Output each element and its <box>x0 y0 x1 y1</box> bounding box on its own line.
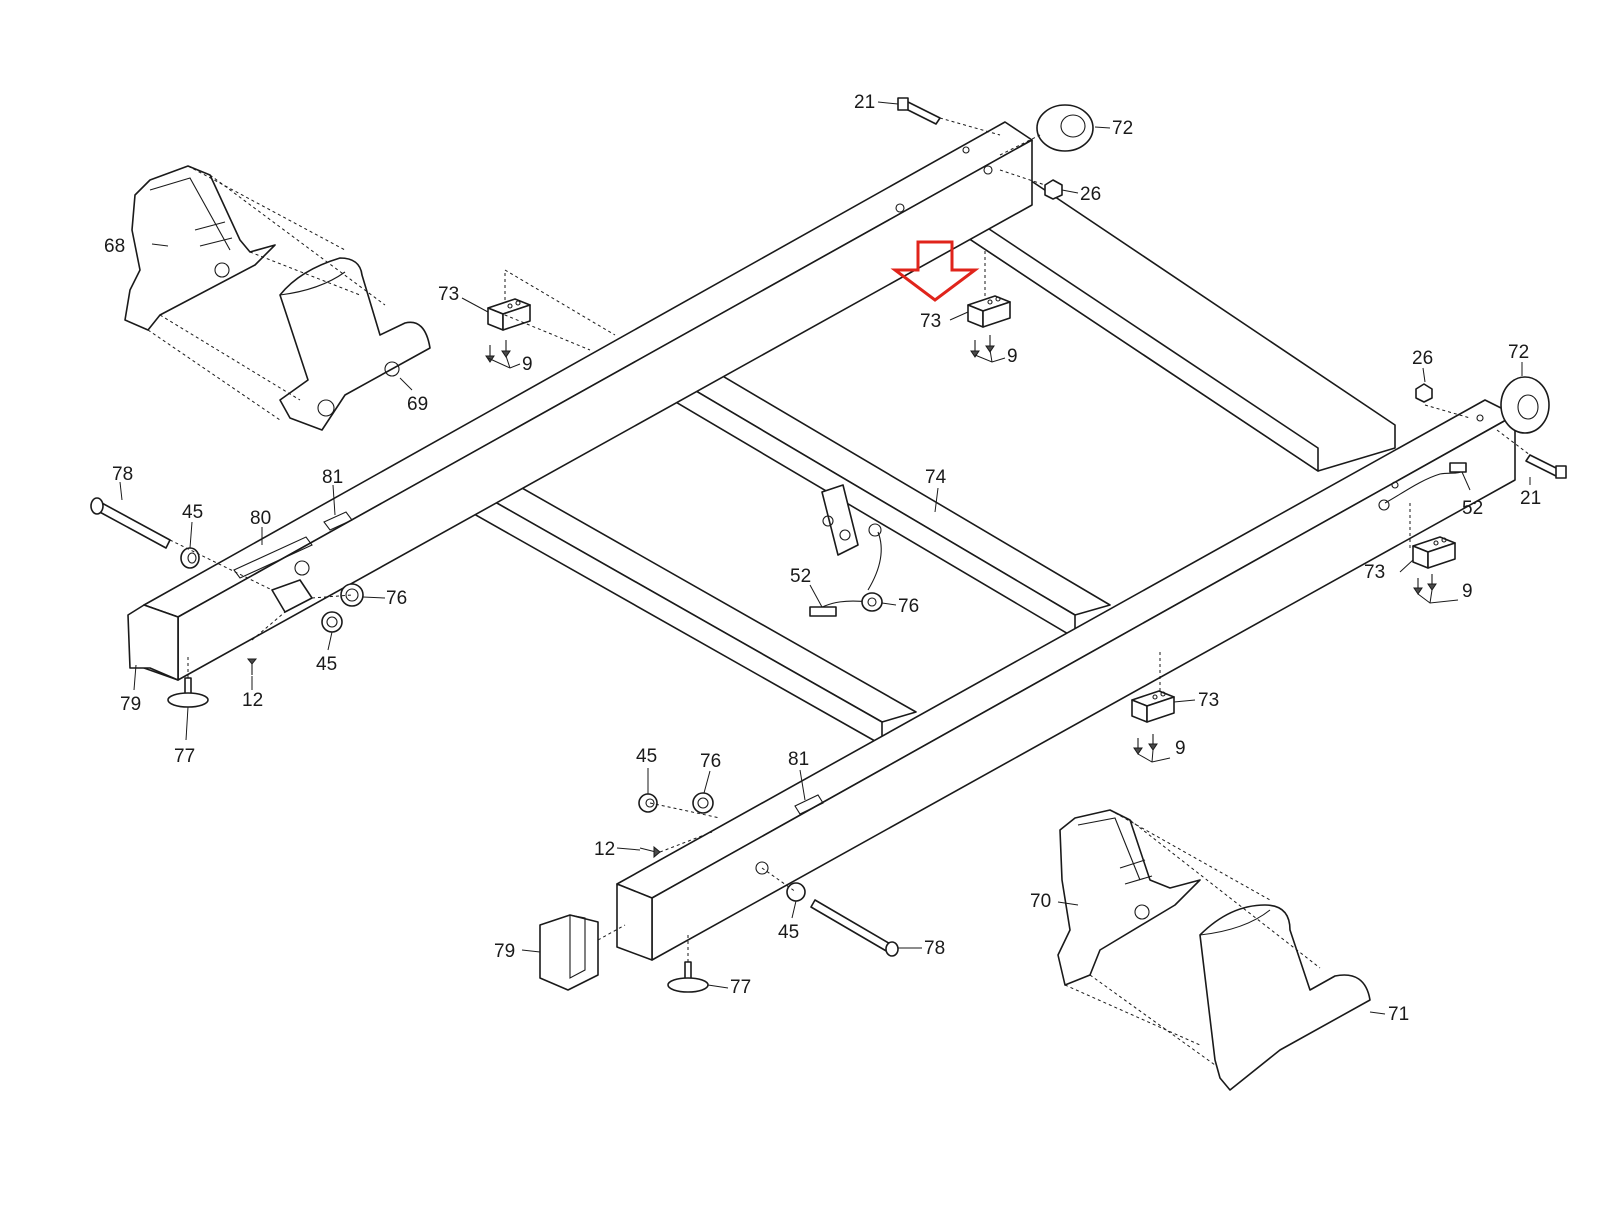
callout-26-top: 26 <box>1080 184 1101 205</box>
callouts: 21 72 26 68 69 73 9 73 9 26 72 21 52 73 … <box>104 92 1541 1025</box>
callout-9-center: 9 <box>1007 346 1018 367</box>
frame <box>143 121 1516 961</box>
assembly-lines <box>147 117 1531 1066</box>
callout-79-bottom: 79 <box>494 941 515 962</box>
screw-12-left <box>246 658 258 675</box>
block-73-right <box>1412 536 1456 569</box>
callout-81-left: 81 <box>322 467 343 488</box>
callout-80: 80 <box>250 508 271 529</box>
foot-77-bottom <box>667 961 709 993</box>
bushing-45-left <box>180 547 200 569</box>
sensor-52-center <box>809 531 883 617</box>
callout-73-left: 73 <box>438 284 459 305</box>
bushing-45-left-low <box>321 611 343 633</box>
callout-45-bottom: 45 <box>636 746 657 767</box>
callout-45-left: 45 <box>182 502 203 523</box>
callout-73-center: 73 <box>920 311 941 332</box>
callout-21-right: 21 <box>1520 488 1541 509</box>
callout-21-top: 21 <box>854 92 875 113</box>
callout-52-center: 52 <box>790 566 811 587</box>
leader-lines <box>119 101 1531 1015</box>
red-down-arrow-icon <box>890 240 980 302</box>
washer-76-left <box>340 583 364 607</box>
callout-12-bottom: 12 <box>594 839 615 860</box>
screws-9 <box>485 335 1437 755</box>
highlight-arrow <box>890 240 980 302</box>
callout-78-bottom: 78 <box>924 938 945 959</box>
axle-78-left <box>90 497 171 549</box>
callout-73-lower: 73 <box>1198 690 1219 711</box>
callout-72-right: 72 <box>1508 342 1529 363</box>
callout-74: 74 <box>925 467 947 488</box>
nut-26-top <box>1044 179 1063 200</box>
block-73-lower <box>1131 690 1175 723</box>
callout-9-lower: 9 <box>1175 738 1186 759</box>
cover-70 <box>1057 809 1201 986</box>
callout-70: 70 <box>1030 891 1051 912</box>
callout-76-left: 76 <box>386 588 407 609</box>
callout-71: 71 <box>1388 1004 1409 1025</box>
callout-68: 68 <box>104 236 125 257</box>
callout-78-left: 78 <box>112 464 133 485</box>
block-73-center <box>967 295 1011 328</box>
cover-68 <box>124 165 276 331</box>
callout-12-left: 12 <box>242 690 263 711</box>
nut-26-right <box>1415 383 1433 403</box>
axle-78-bottom <box>810 899 899 957</box>
wheel-72-right <box>1500 376 1550 434</box>
cover-71 <box>1199 904 1371 1091</box>
callout-52-right: 52 <box>1462 498 1483 519</box>
callout-45-left-low: 45 <box>316 654 337 675</box>
bolt-21-top <box>897 97 941 125</box>
endcap-79-bottom <box>539 914 599 991</box>
wheel-72-top <box>1036 104 1094 152</box>
callout-77-left: 77 <box>174 746 195 767</box>
screw-12-bottom <box>639 845 661 859</box>
callout-81-bottom: 81 <box>788 749 809 770</box>
callout-69: 69 <box>407 394 428 415</box>
callout-26-right: 26 <box>1412 348 1433 369</box>
callout-76-bottom: 76 <box>700 751 721 772</box>
bolt-21-right <box>1525 454 1567 479</box>
callout-79-left: 79 <box>120 694 141 715</box>
callout-76-center: 76 <box>898 596 919 617</box>
callout-9-left: 9 <box>522 354 533 375</box>
callout-77-bottom: 77 <box>730 977 751 998</box>
callout-72-top: 72 <box>1112 118 1133 139</box>
washer-76-bottom <box>692 792 714 814</box>
callout-73-right: 73 <box>1364 562 1385 583</box>
endcap-79-left <box>127 604 179 681</box>
sensor-52-right <box>1378 462 1467 511</box>
callout-9-right: 9 <box>1462 581 1473 602</box>
bushing-45-bottom <box>638 793 658 813</box>
callout-45-bottom-right: 45 <box>778 922 799 943</box>
foot-77-left <box>167 677 209 708</box>
bushing-45-bottom-right <box>786 882 806 902</box>
cover-69 <box>279 257 431 431</box>
block-73-left <box>487 298 531 331</box>
